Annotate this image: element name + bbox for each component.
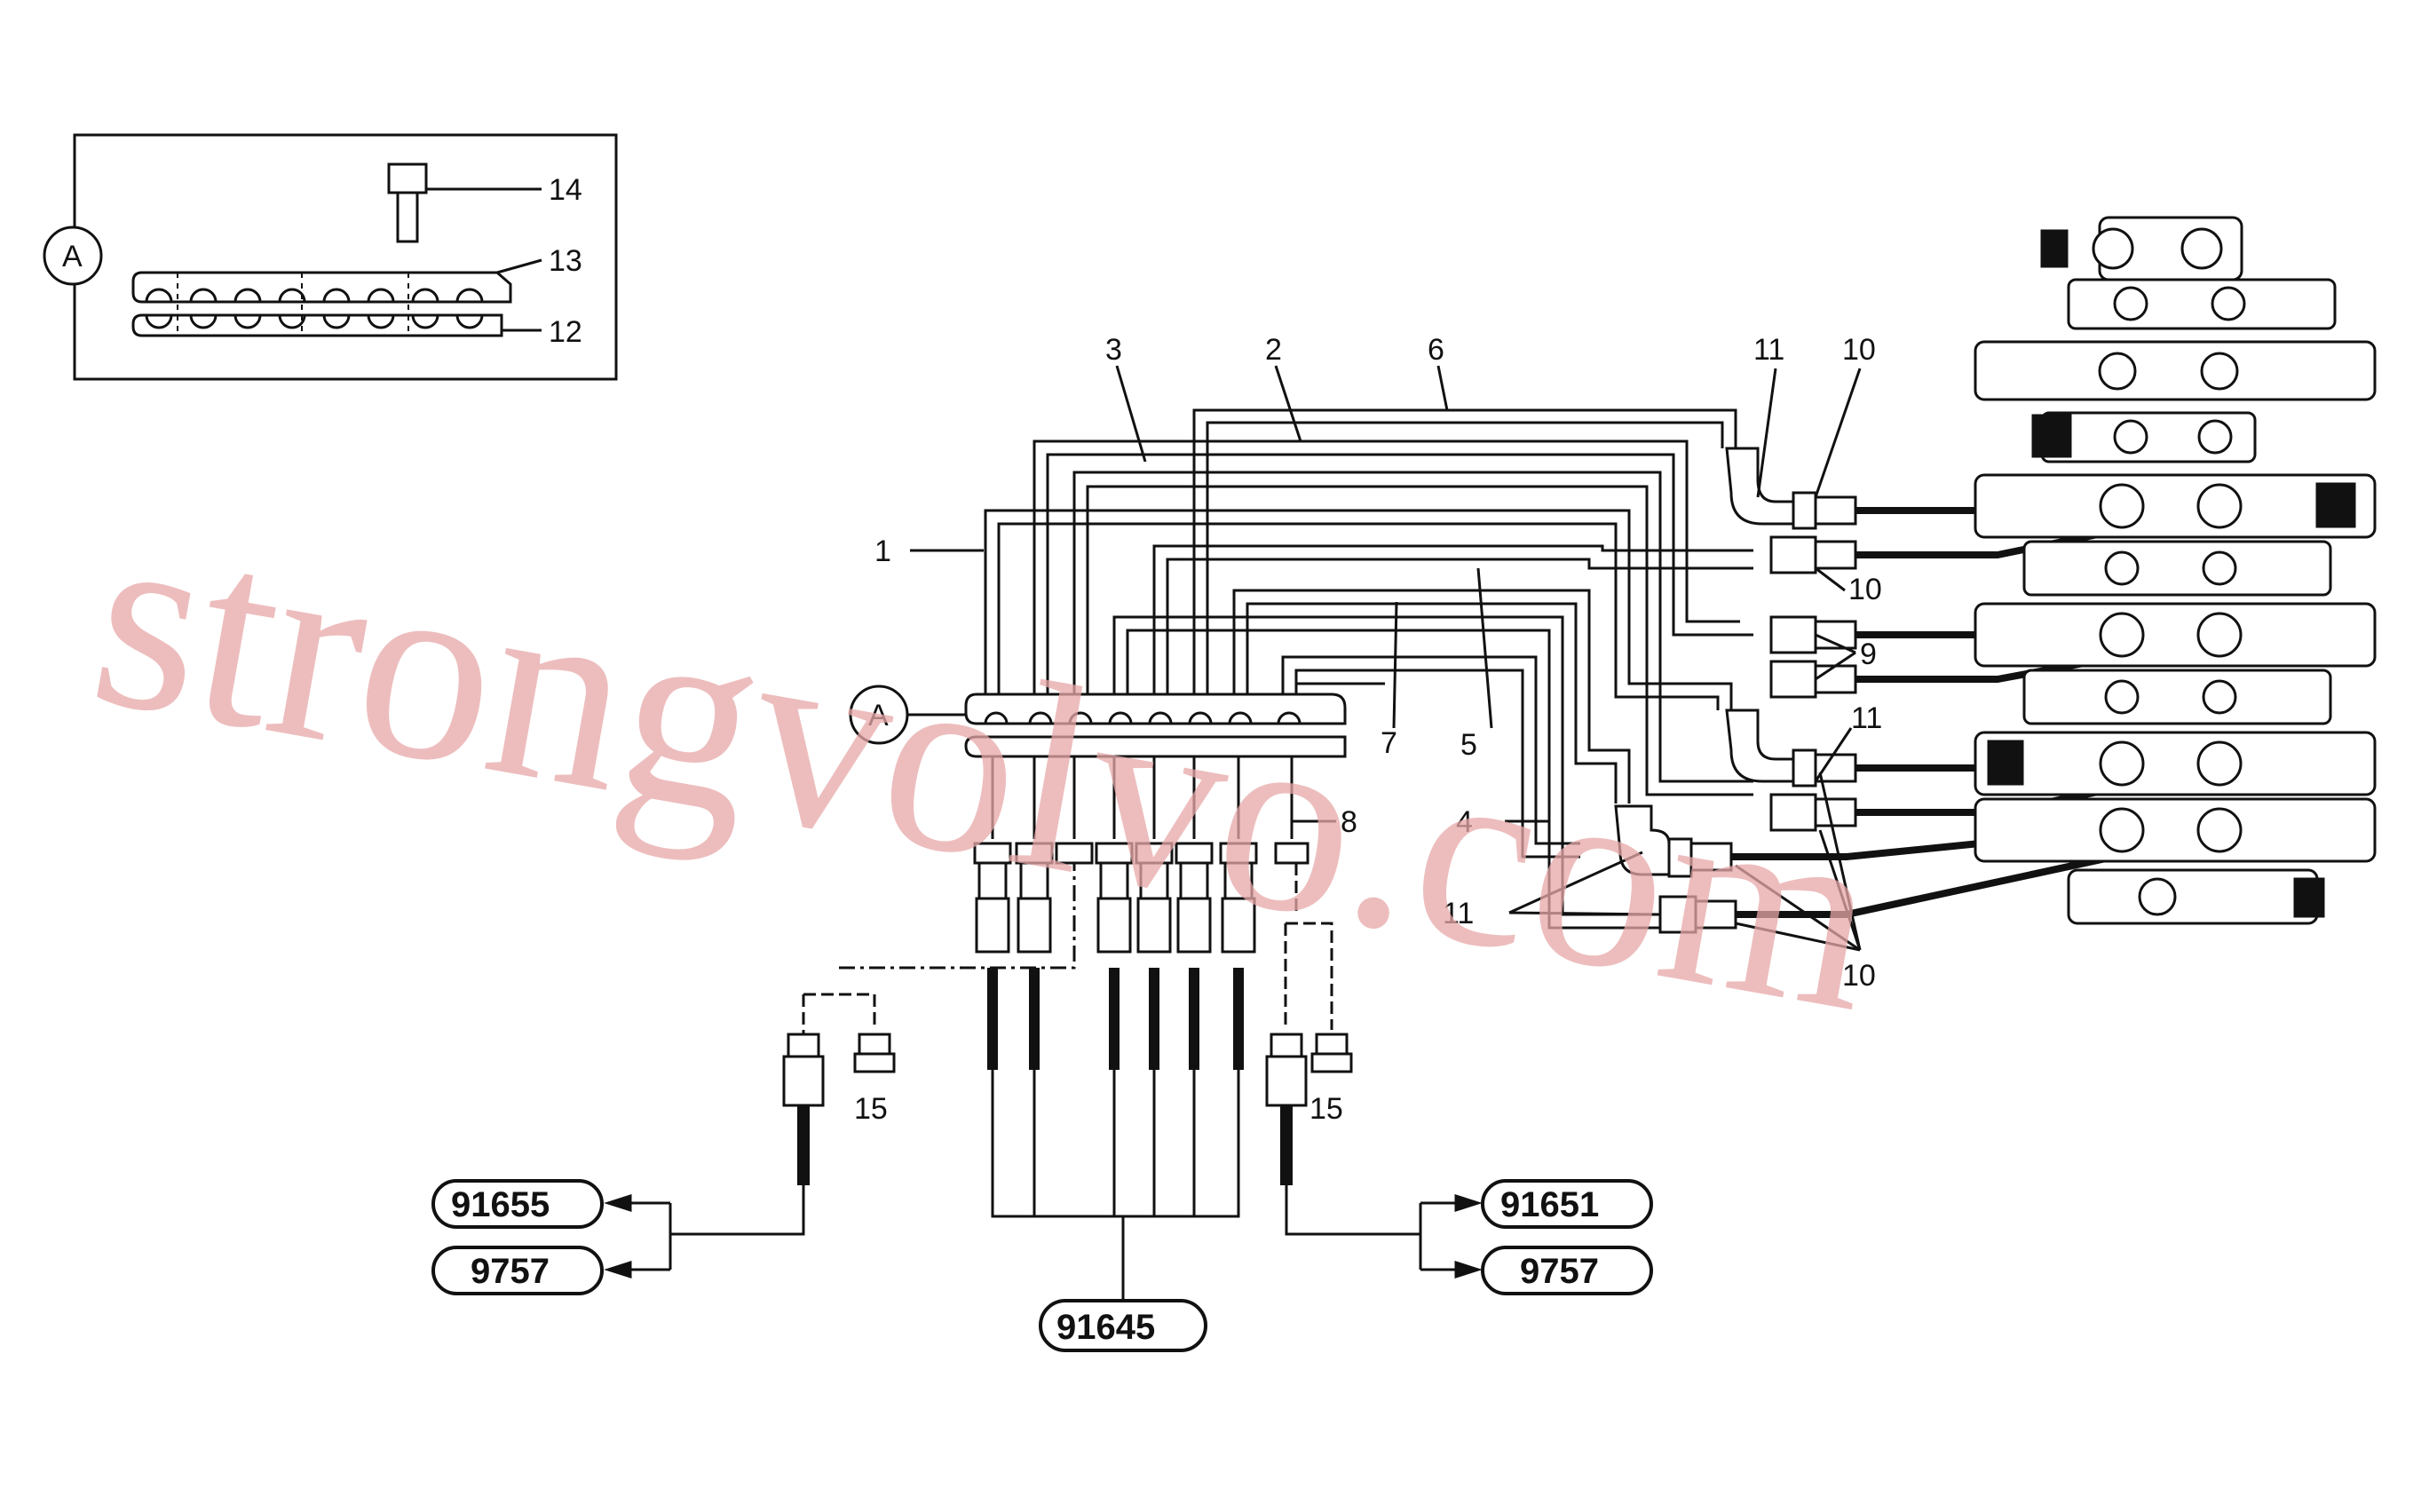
ref-9757-right[interactable]: 9757 <box>1520 1252 1599 1291</box>
screw-shank <box>396 191 419 243</box>
control-valve-bank <box>1974 216 2377 925</box>
right-sensor <box>1265 1033 1483 1279</box>
clamp-grooves <box>984 711 1302 724</box>
clamp-top-grooves <box>145 288 484 303</box>
label-hose-2: 2 <box>1265 333 1282 367</box>
clamp-bar-bottom <box>131 313 503 337</box>
clamp-bar-top <box>131 271 512 304</box>
label-fitting-11-top: 11 <box>1753 333 1784 367</box>
hose-2a <box>1072 471 1753 783</box>
label-sensor-15-right: 15 <box>1309 1092 1343 1126</box>
clamp-bottom-grooves <box>145 314 484 329</box>
label-fitting-10-low: 10 <box>1842 959 1876 993</box>
label-hose-1: 1 <box>874 534 891 568</box>
clamp-lower <box>964 735 1347 758</box>
electric-leads <box>802 863 1333 1301</box>
hose-8a <box>1281 655 1580 845</box>
lower-hoses <box>991 756 1336 839</box>
valve-fittings <box>1614 447 1857 934</box>
ref-91651[interactable]: 91651 <box>1500 1185 1599 1224</box>
label-hose-4: 4 <box>1456 805 1473 839</box>
label-hose-7: 7 <box>1381 726 1397 760</box>
label-leaders <box>910 365 1862 952</box>
label-14: 14 <box>549 173 582 207</box>
label-hose-6: 6 <box>1428 333 1444 367</box>
reference-pills <box>431 1179 1653 1352</box>
label-13: 13 <box>549 244 582 278</box>
hose-6b <box>1206 421 1724 710</box>
clamp-upper <box>964 693 1347 725</box>
ref-91655[interactable]: 91655 <box>451 1185 550 1224</box>
inset-callout-circle <box>43 226 103 286</box>
label-hose-3: 3 <box>1105 333 1122 367</box>
hose-5a <box>1152 544 1753 710</box>
main-clamp <box>849 685 1347 758</box>
label-fitting-11-low: 11 <box>1443 897 1474 930</box>
label-sensor-15-left: 15 <box>854 1092 888 1126</box>
hose-2b <box>1086 485 1753 796</box>
hose-3a <box>1033 439 1740 710</box>
hose-4b <box>1126 629 1678 930</box>
hose-bundle <box>984 408 1753 930</box>
leader-13 <box>496 258 542 274</box>
hose-1b <box>997 522 1720 710</box>
inset-detail <box>43 133 618 381</box>
left-sensor <box>604 1033 896 1279</box>
main-callout-label: A <box>868 699 889 732</box>
label-fitting-10-top: 10 <box>1842 333 1876 367</box>
ref-91645[interactable]: 91645 <box>1056 1308 1155 1347</box>
label-hose-5: 5 <box>1460 728 1477 762</box>
hose-5b <box>1166 558 1753 710</box>
inset-frame <box>73 133 618 381</box>
screw-head <box>387 162 428 194</box>
hose-7b <box>1246 602 1618 803</box>
inset-callout-label: A <box>62 240 83 273</box>
label-fitting-10-mid: 10 <box>1848 573 1882 606</box>
hose-3b <box>1046 453 1753 710</box>
label-12: 12 <box>549 315 582 349</box>
label-hose-8: 8 <box>1341 805 1357 839</box>
label-fitting-9: 9 <box>1860 637 1877 671</box>
hose-1a <box>984 509 1733 710</box>
hose-7a <box>1232 589 1631 803</box>
connector-row <box>973 842 1309 954</box>
ref-9757-left[interactable]: 9757 <box>471 1252 550 1291</box>
label-fitting-11-mid: 11 <box>1851 701 1882 735</box>
